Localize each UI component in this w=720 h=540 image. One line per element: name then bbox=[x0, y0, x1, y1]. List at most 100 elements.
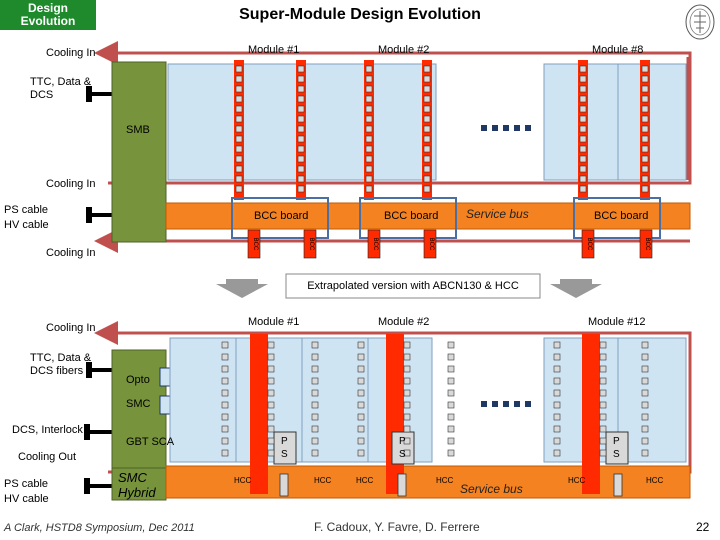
chip bbox=[311, 341, 319, 349]
chip bbox=[267, 401, 275, 409]
hcc-label-12b: HCC bbox=[646, 476, 664, 485]
ps-box-1-p: P bbox=[281, 436, 288, 447]
chip bbox=[553, 353, 561, 361]
chip bbox=[599, 449, 607, 457]
ttc-connector bbox=[86, 92, 112, 96]
chip bbox=[297, 155, 305, 163]
bottom-chip-rows bbox=[221, 341, 649, 457]
chip bbox=[641, 165, 649, 173]
chip bbox=[221, 389, 229, 397]
chip bbox=[579, 105, 587, 113]
design-evolution-badge: Design Evolution bbox=[0, 0, 96, 30]
hcc-label-1b: HCC bbox=[314, 476, 332, 485]
chip bbox=[311, 389, 319, 397]
chip bbox=[579, 135, 587, 143]
chip bbox=[641, 437, 649, 445]
chip bbox=[599, 437, 607, 445]
chip bbox=[641, 105, 649, 113]
chip bbox=[235, 175, 243, 183]
chip bbox=[641, 401, 649, 409]
chip bbox=[579, 185, 587, 193]
transition-caption: Extrapolated version with ABCN130 & HCC bbox=[307, 280, 519, 292]
footer-authors: F. Cadoux, Y. Favre, D. Ferrere bbox=[314, 520, 480, 534]
chip bbox=[297, 185, 305, 193]
chip bbox=[579, 145, 587, 153]
bottom-ttc-label-2: DCS fibers bbox=[30, 365, 84, 377]
chip bbox=[267, 377, 275, 385]
chip bbox=[267, 389, 275, 397]
chip bbox=[641, 449, 649, 457]
bottom-ttc-label-1: TTC, Data & bbox=[30, 352, 92, 364]
chip bbox=[267, 449, 275, 457]
chip bbox=[357, 341, 365, 349]
bottom-module-2-label: Module #2 bbox=[378, 316, 430, 328]
chip bbox=[235, 105, 243, 113]
chip bbox=[235, 165, 243, 173]
chip bbox=[423, 135, 431, 143]
chip bbox=[641, 85, 649, 93]
chip bbox=[403, 401, 411, 409]
chip bbox=[297, 165, 305, 173]
chip bbox=[641, 377, 649, 385]
chip bbox=[579, 165, 587, 173]
chip bbox=[553, 413, 561, 421]
chip bbox=[297, 145, 305, 153]
top-service-bus-label: Service bus bbox=[466, 207, 529, 221]
chip bbox=[221, 365, 229, 373]
smb-board bbox=[111, 61, 167, 243]
top-ttc-label-1: TTC, Data & bbox=[30, 76, 92, 88]
chip bbox=[297, 85, 305, 93]
top-ps-label-1: PS cable bbox=[4, 204, 49, 216]
bcc-chip-label: BCC bbox=[586, 238, 592, 251]
chip bbox=[641, 145, 649, 153]
chip bbox=[403, 437, 411, 445]
chip bbox=[267, 425, 275, 433]
chip bbox=[357, 425, 365, 433]
bcc-board-1-label: BCC board bbox=[254, 210, 309, 222]
chip bbox=[235, 115, 243, 123]
chip bbox=[447, 425, 455, 433]
chip bbox=[599, 377, 607, 385]
module-1b bbox=[235, 63, 305, 181]
chip bbox=[641, 389, 649, 397]
chip bbox=[579, 155, 587, 163]
chip bbox=[267, 437, 275, 445]
smc-hybrid-board bbox=[111, 467, 167, 501]
bcc-chip-label: BCC bbox=[428, 238, 434, 251]
chip bbox=[423, 65, 431, 73]
module-8b bbox=[617, 63, 687, 181]
bottom-ps-label-2: HV cable bbox=[4, 493, 49, 505]
chip bbox=[357, 365, 365, 373]
chip bbox=[641, 135, 649, 143]
top-module-2-label: Module #2 bbox=[378, 44, 430, 56]
chip bbox=[423, 145, 431, 153]
chip bbox=[579, 75, 587, 83]
bottom-module-1-label: Module #1 bbox=[248, 316, 300, 328]
top-cooling-loop-upper bbox=[108, 51, 692, 185]
chip bbox=[553, 449, 561, 457]
chip bbox=[423, 95, 431, 103]
chip bbox=[403, 449, 411, 457]
badge-line-1: Design bbox=[27, 1, 68, 15]
chip bbox=[267, 365, 275, 373]
chip bbox=[423, 175, 431, 183]
university-seal-icon bbox=[685, 4, 715, 40]
footer-left: A Clark, HSTD8 Symposium, Dec 2011 bbox=[4, 522, 195, 534]
top-module-8-label: Module #8 bbox=[592, 44, 644, 56]
bcc-chip-label: BCC bbox=[372, 238, 378, 251]
chip bbox=[641, 413, 649, 421]
chip bbox=[365, 105, 373, 113]
top-service-bus bbox=[165, 202, 691, 230]
gbt-sca-label: GBT SCA bbox=[126, 436, 175, 448]
chip bbox=[365, 135, 373, 143]
chip bbox=[365, 75, 373, 83]
bcc-chip-label: BCC bbox=[644, 238, 650, 251]
bcc-chip-label: BCC bbox=[308, 238, 314, 251]
chip bbox=[365, 145, 373, 153]
chip bbox=[311, 413, 319, 421]
hcc-label-2a: HCC bbox=[356, 476, 374, 485]
chip bbox=[423, 165, 431, 173]
transition-caption-box bbox=[285, 273, 541, 299]
bcc-board-3-label: BCC board bbox=[594, 210, 649, 222]
smc-hybrid-label-1: SMC bbox=[118, 470, 147, 485]
